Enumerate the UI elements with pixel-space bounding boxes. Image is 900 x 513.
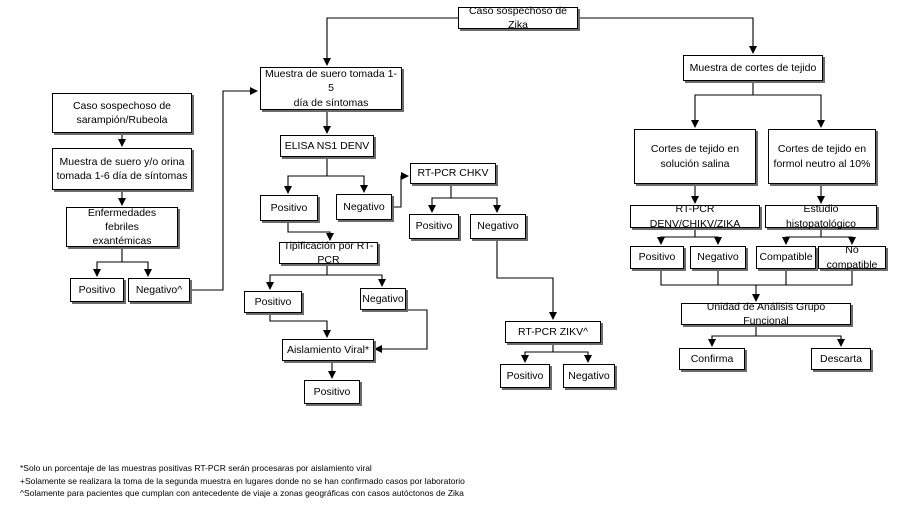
connector: [122, 261, 152, 277]
footnote: *Solo un porcentaje de las muestras posi…: [20, 463, 372, 473]
negative-node-tissue: Negativo: [690, 246, 746, 269]
saline-tissue-cuts-node: Cortes de tejido en solución salina: [634, 129, 756, 184]
connector: [657, 228, 696, 245]
rt-pcr-denv-chikv-zika-node: RT-PCR DENV/CHIKV/ZIKA: [630, 203, 760, 230]
positive-node-typing: Positivo: [244, 291, 302, 313]
connector: [451, 197, 501, 213]
negative-node-zikv: Negativo: [563, 364, 615, 388]
connector: [327, 274, 386, 287]
viral-isolation-node: Aislamiento Viral*: [282, 339, 374, 361]
connector: [190, 87, 258, 291]
functional-group-analysis-unit-node: Unidad de Análisis Grupo Funcional: [681, 301, 851, 327]
rt-pcr-typing-node: Tipificación por RT-PCR: [279, 240, 378, 266]
formalin-tissue-cuts-node: Cortes de tejido en formol neutro al 10%: [768, 129, 876, 184]
not-compatible-node: No compatible: [818, 244, 886, 271]
positive-node-left: Positivo: [70, 278, 124, 302]
rt-pcr-chkv-node: RT-PCR CHKV: [410, 163, 496, 184]
connector: [284, 157, 328, 194]
positive-node-isolation: Positivo: [304, 380, 360, 404]
discard-node: Descarta: [811, 348, 871, 370]
positive-node-zikv: Positivo: [500, 364, 550, 388]
connector: [374, 309, 428, 353]
connector: [496, 239, 557, 320]
footnote: ^Solamente para pacientes que cumplan co…: [20, 488, 464, 498]
connector: [287, 221, 334, 241]
connector: [327, 175, 368, 193]
footnotes: *Solo un porcentaje de las muestras posi…: [20, 462, 465, 500]
rt-pcr-zikv-node: RT-PCR ZIKV^: [505, 321, 601, 343]
positive-node-elisa: Positivo: [260, 195, 318, 221]
negative-node-left: Negativo^: [128, 278, 190, 302]
connector: [756, 335, 845, 347]
connector: [782, 228, 822, 245]
connector: [753, 94, 825, 128]
positive-node-tissue: Positivo: [630, 246, 684, 269]
measles-rubella-suspected-case-node: Caso sospechoso de sarampión/Rubeola: [52, 93, 192, 133]
connector: [578, 17, 757, 54]
connector: [821, 236, 856, 245]
negative-node-chkv: Negativo: [470, 214, 526, 239]
connector: [266, 264, 328, 290]
serum-sample-1-5-days-node: Muestra de suero tomada 1-5 día de sínto…: [260, 67, 402, 110]
connector: [708, 325, 757, 347]
tissue-sample-node: Muestra de cortes de tejido: [683, 55, 823, 81]
connector: [269, 313, 331, 338]
negative-node-elisa: Negativo: [336, 194, 392, 220]
negative-node-typing: Negativo: [360, 288, 406, 310]
confirm-node: Confirma: [679, 348, 745, 370]
febrile-exanthematic-diseases-node: Enfermedades febriles exantémicas: [66, 207, 178, 247]
serum-urine-sample-node: Muestra de suero y/o orina tomada 1-6 dí…: [52, 148, 192, 190]
positive-node-chkv: Positivo: [409, 214, 459, 239]
connector: [93, 247, 123, 277]
connector: [521, 343, 554, 363]
connector: [691, 81, 754, 128]
compatible-node: Compatible: [756, 246, 816, 269]
connector: [553, 351, 592, 363]
connector: [695, 236, 722, 245]
footnote: +Solamente se realizara la toma de la se…: [20, 475, 465, 486]
connector: [428, 184, 452, 213]
elisa-ns1-denv-node: ELISA NS1 DENV: [280, 135, 374, 157]
histopathology-study-node: Estudio histopatológico: [765, 203, 877, 230]
zika-suspected-case-node: Caso sospechoso de Zika: [458, 5, 578, 31]
connector: [323, 17, 458, 66]
